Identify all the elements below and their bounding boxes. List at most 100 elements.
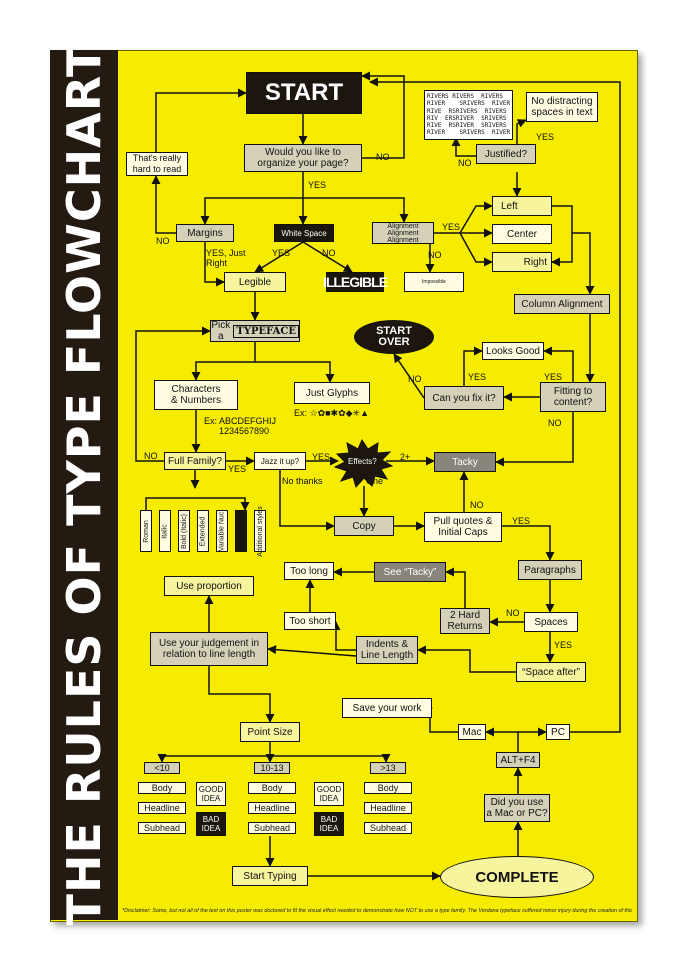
family-style-label: Extended	[199, 516, 207, 546]
typeface-word: TYPEFACE	[233, 324, 299, 338]
label-no-alignment: NO	[428, 250, 442, 260]
body-cell: Body	[248, 782, 296, 794]
illegible-node: ILLEGIBLE	[323, 272, 388, 292]
effects-starburst	[333, 438, 394, 489]
start-typing-node: Start Typing	[232, 866, 308, 886]
center-node: Center	[492, 224, 552, 244]
label-yes-fitting: YES	[544, 372, 563, 382]
pull-quotes-node: Pull quotes & Initial Caps	[424, 512, 502, 542]
flow-arrow	[451, 137, 476, 157]
characters-example: Ex: ABCDEFGHIJ 1234567890	[204, 416, 277, 436]
flow-arrow	[303, 197, 409, 223]
indents-node: Indents & Line Length	[356, 636, 418, 664]
flow-arrow	[279, 470, 335, 531]
use-proportion-node: Use proportion	[164, 576, 254, 596]
body-cell: Body	[138, 782, 186, 794]
flow-arrow	[135, 326, 211, 462]
mac-node: Mac	[458, 724, 486, 740]
family-style-box: Condensed	[235, 510, 247, 552]
headline-cell: Headline	[364, 802, 412, 814]
flow-arrow	[155, 88, 247, 152]
flow-arrow	[157, 742, 271, 763]
mac-or-pc-node: Did you use a Mac or PC?	[484, 794, 550, 822]
family-style-label: Variable Nuc	[218, 511, 226, 551]
spaces-node: Spaces	[524, 612, 578, 632]
effects-label: Effects?	[348, 457, 377, 466]
point-size-header: >13	[370, 762, 406, 774]
family-style-box: Variable Nuc	[216, 510, 228, 552]
flow-arrow	[502, 525, 555, 561]
label-no-thanks: No thanks	[282, 476, 323, 486]
family-style-box: Italic	[159, 510, 171, 552]
flow-arrow	[516, 119, 527, 144]
family-style-label: Italic	[161, 523, 169, 539]
flow-arrow	[254, 241, 304, 273]
label-yes-jazz: YES	[312, 452, 331, 462]
flow-arrow	[423, 703, 458, 733]
organize-question: Would you like to organize your page?	[244, 144, 362, 172]
space-after-node: “Space after”	[516, 662, 586, 682]
flow-arrow	[191, 342, 256, 381]
flow-arrow	[361, 71, 405, 159]
flow-arrow	[270, 753, 391, 763]
subhead-cell: Subhead	[138, 822, 186, 834]
looks-good-node: Looks Good	[482, 342, 544, 360]
point-size-header: <10	[144, 762, 180, 774]
flow-arrow	[331, 621, 356, 651]
flow-arrow	[543, 346, 574, 382]
flow-arrow	[485, 727, 519, 752]
poster-background	[50, 50, 638, 922]
label-no-fix: NO	[408, 374, 422, 384]
headline-cell: Headline	[138, 802, 186, 814]
hard-to-read-node: That's really hard to read	[126, 152, 188, 176]
bad-idea-label: BAD IDEA	[314, 812, 344, 836]
flow-arrow	[459, 201, 493, 234]
family-style-box: Roman	[140, 510, 152, 552]
no-distracting-node: No distracting spaces in text	[526, 92, 598, 122]
paragraphs-node: Paragraphs	[518, 560, 582, 580]
label-yes-fullfamily: YES	[228, 464, 247, 474]
can-you-fix-node: Can you fix it?	[424, 386, 504, 410]
fitting-content-node: Fitting to content?	[540, 382, 606, 412]
flow-arrow	[445, 567, 466, 608]
bad-idea-label: BAD IDEA	[196, 812, 226, 836]
label-no-fitting: NO	[548, 418, 562, 428]
column-alignment-node: Column Alignment	[514, 294, 610, 314]
two-hard-returns-node: 2 Hard Returns	[440, 608, 490, 634]
family-style-label: Roman	[142, 519, 150, 543]
full-family-node: Full Family?	[164, 452, 226, 470]
label-yes-whitespace: YES	[272, 248, 291, 258]
label-two-plus: 2+	[400, 452, 411, 462]
white-space-node: White Space	[274, 224, 334, 242]
copy-node: Copy	[334, 516, 394, 536]
point-size-header: 10-13	[254, 762, 290, 774]
flow-arrow	[572, 232, 595, 295]
title-spine	[50, 50, 118, 920]
disclaimer: *Disclaimer: Some, but not all of the te…	[122, 908, 632, 914]
flow-arrow	[200, 172, 304, 225]
family-style-box: Additional styles	[254, 506, 266, 556]
rivers-sample: RIVERS RIVERS RIVERS RIVER SRIVERS RIVER…	[424, 90, 514, 140]
subhead-cell: Subhead	[364, 822, 412, 834]
label-yes-alignment: YES	[442, 222, 461, 232]
flow-arrow	[417, 645, 516, 673]
alignment-node: Alignment Alignment Alignment	[372, 222, 434, 244]
flow-arrow	[551, 205, 573, 267]
pick-typeface-node: Pick a TYPEFACE	[210, 320, 300, 342]
complete-node: COMPLETE	[440, 856, 594, 898]
label-yes-pullquotes: YES	[512, 516, 531, 526]
flow-arrow	[369, 77, 621, 733]
flow-arrow	[302, 241, 353, 273]
label-yes-just-right: YES, Just Right	[206, 248, 246, 268]
right-node: Right	[492, 252, 552, 272]
flow-arrow	[393, 353, 425, 399]
label-no-whitespace: NO	[322, 248, 336, 258]
legible-node: Legible	[224, 272, 286, 292]
justified-node: Justified?	[476, 144, 536, 164]
glyphs-example: Ex: ☆✿■✱✿◆✳▲	[294, 408, 370, 418]
label-yes-justified: YES	[536, 132, 555, 142]
margins-node: Margins	[176, 224, 234, 242]
flow-arrow	[255, 361, 335, 383]
label-yes-fix: YES	[468, 372, 487, 382]
